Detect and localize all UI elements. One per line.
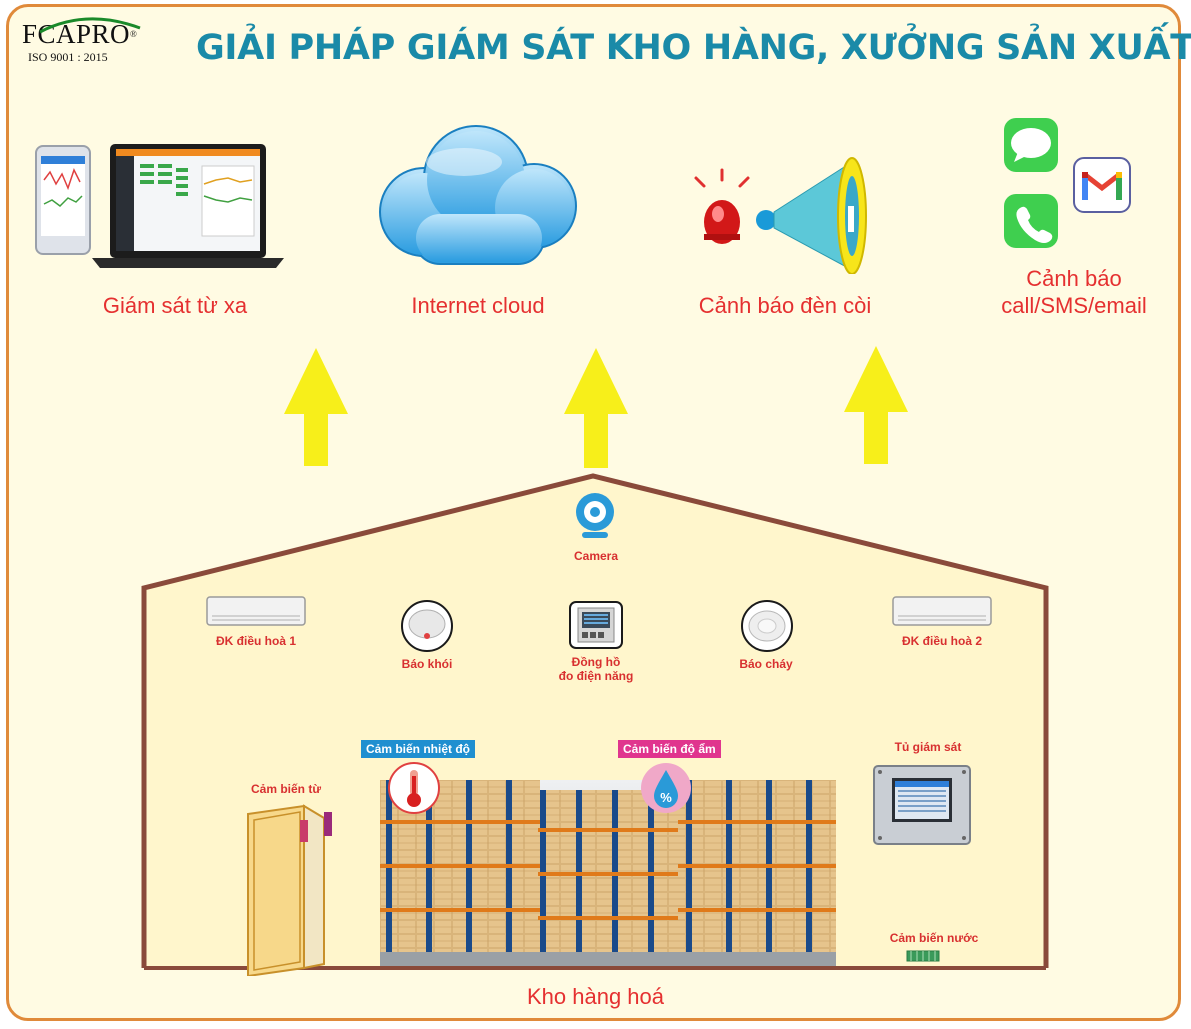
fire-detector-icon xyxy=(741,600,793,652)
laptop-phone-icon xyxy=(35,144,284,268)
thermometer-icon xyxy=(388,762,440,814)
monitor-cabinet-icon xyxy=(873,765,971,845)
ac1-label: ĐK điều hoà 1 xyxy=(215,634,296,648)
logo: FCAPRO® ISO 9001 : 2015 xyxy=(22,17,141,65)
internet-cloud-label: Internet cloud xyxy=(411,293,545,318)
air-conditioner-icon xyxy=(206,596,306,626)
up-arrow-icon xyxy=(564,348,628,468)
siren-alarm-label: Cảnh báo đèn còi xyxy=(698,293,872,318)
call-sms-email-label-line2: call/SMS/email xyxy=(1001,293,1147,318)
water-sensor-label: Cảm biến nước xyxy=(889,931,979,945)
humidity-percent-symbol: % xyxy=(660,790,672,805)
siren-horn-icon xyxy=(694,157,867,274)
smoke-detector-label: Báo khói xyxy=(401,657,453,671)
door-sensor-label: Cảm biến từ xyxy=(250,782,322,796)
monitor-cabinet-label: Tủ giám sát xyxy=(894,740,962,754)
logo-name: FCAPRO xyxy=(22,19,131,49)
warehouse-label: Kho hàng hoá xyxy=(526,984,665,1009)
humidity-drop-icon: % xyxy=(641,763,691,813)
door-icon xyxy=(247,804,332,976)
logo-certification: ISO 9001 : 2015 xyxy=(28,50,108,64)
energy-meter-label-line1: Đồng hồ xyxy=(571,655,621,669)
humidity-sensor-tag: Cảm biến độ ẩm xyxy=(618,740,721,758)
energy-meter-icon xyxy=(569,601,623,649)
camera-icon xyxy=(576,493,614,538)
camera-label: Camera xyxy=(573,549,619,563)
water-sensor-icon xyxy=(906,950,940,962)
up-arrow-icon xyxy=(844,346,908,464)
warehouse-shelves-image xyxy=(380,780,836,966)
logo-registered: ® xyxy=(130,29,138,39)
energy-meter-label-line2: đo điện năng xyxy=(558,669,634,683)
fire-detector-label: Báo cháy xyxy=(739,657,793,671)
remote-monitoring-label: Giám sát từ xa xyxy=(102,293,248,318)
messaging-apps-icon xyxy=(1004,118,1131,248)
call-sms-email-label-line1: Cảnh báo xyxy=(1026,266,1122,291)
smoke-detector-icon xyxy=(401,600,453,652)
temperature-sensor-tag: Cảm biến nhiệt độ xyxy=(361,740,476,758)
up-arrow-icon xyxy=(284,348,348,466)
page-title: GIẢI PHÁP GIÁM SÁT KHO HÀNG, XƯỞNG SẢN X… xyxy=(196,28,1191,68)
air-conditioner-icon xyxy=(892,596,992,626)
ac2-label: ĐK điều hoà 2 xyxy=(901,634,982,648)
cloud-icon xyxy=(379,125,577,265)
logo-arc-icon xyxy=(39,17,141,34)
